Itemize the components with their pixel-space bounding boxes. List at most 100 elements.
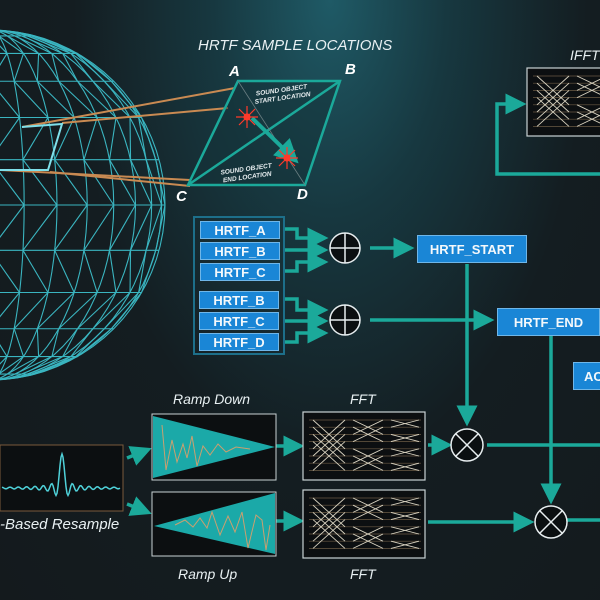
resample-panel xyxy=(0,444,124,512)
ifft-panel xyxy=(526,67,600,137)
sphere-edge xyxy=(83,159,115,206)
sphere-edge xyxy=(109,159,136,206)
sphere-edge xyxy=(13,80,49,118)
ramp-up-panel xyxy=(151,491,277,557)
sphere-edge xyxy=(103,292,140,330)
sphere-edge xyxy=(0,36,24,54)
butterfly-edge xyxy=(576,78,600,91)
sphere-edge xyxy=(0,117,21,147)
highlight-triangle xyxy=(0,122,64,171)
butterfly-edge xyxy=(312,497,346,528)
butterfly-edge xyxy=(312,519,346,549)
hrtf-end-group-item[interactable]: HRTF_B xyxy=(199,291,279,309)
butterfly-edge xyxy=(576,114,600,127)
sphere-edge xyxy=(54,250,75,293)
sphere-edge xyxy=(108,250,117,293)
sphere-edge xyxy=(54,204,88,251)
sphere-edge xyxy=(36,80,75,118)
sphere-edge xyxy=(0,172,25,206)
butterfly-edge xyxy=(312,504,346,535)
sphere-edge xyxy=(75,328,105,357)
sphere-edge xyxy=(62,53,78,82)
butterfly-edge xyxy=(390,511,420,521)
butterfly-edge xyxy=(536,82,570,113)
butterfly-edge xyxy=(576,107,600,120)
sphere-edge xyxy=(129,117,132,160)
sphere-edge xyxy=(141,250,157,293)
group-connectors xyxy=(126,93,600,533)
sphere-edge xyxy=(62,328,78,357)
butterfly-edge xyxy=(312,434,346,464)
sphere-edge xyxy=(54,117,75,160)
fft-bottom-label: FFT xyxy=(350,566,376,582)
corner-a-label: A xyxy=(229,63,240,80)
butterfly-edge xyxy=(312,512,346,542)
corner-d-label: D xyxy=(297,186,308,203)
sphere-edge xyxy=(83,117,98,160)
sphere-edge xyxy=(129,250,132,293)
butterfly-edge xyxy=(312,441,346,471)
butterfly-edge xyxy=(390,497,420,506)
hrtf-start-box[interactable]: HRTF_START xyxy=(417,235,527,263)
butterfly-edge xyxy=(312,419,346,450)
sum-icon-start xyxy=(329,232,361,264)
sphere-edge xyxy=(14,35,53,54)
partial-ac-box[interactable]: AC xyxy=(573,362,600,390)
butterfly-edge xyxy=(352,426,384,443)
sphere-edge xyxy=(21,35,63,54)
sphere-edge xyxy=(14,356,53,375)
ramp-down-label: Ramp Down xyxy=(173,391,251,407)
sphere-edge xyxy=(70,328,94,357)
sphere-edge xyxy=(13,328,25,357)
sphere-edge xyxy=(0,343,8,357)
butterfly-edge xyxy=(352,504,384,521)
sphere-edge xyxy=(0,92,20,118)
sphere-edge xyxy=(27,35,72,54)
corner-c-label: C xyxy=(176,188,187,205)
sphere-edge xyxy=(0,45,8,54)
sphere-edge xyxy=(34,35,78,54)
hrtf-sample-title: HRTF SAMPLE LOCATIONS xyxy=(198,37,393,54)
butterfly-edge xyxy=(390,540,420,549)
sample-parallelogram xyxy=(186,79,342,187)
sphere-edge xyxy=(145,204,163,251)
sphere-edge xyxy=(83,250,98,293)
multiply-icon-bottom xyxy=(534,505,568,539)
sphere-edge xyxy=(92,292,131,330)
sphere-edge xyxy=(141,117,157,160)
sphere-edge xyxy=(108,117,117,160)
butterfly-edge xyxy=(576,86,600,99)
sphere-edge xyxy=(27,356,72,375)
sphere-edge xyxy=(0,204,25,238)
sphere-edge xyxy=(54,159,88,206)
sphere-edge xyxy=(7,356,39,375)
sphere-edge xyxy=(77,328,112,357)
hrtf-start-group-item[interactable]: HRTF_B xyxy=(200,242,280,260)
sphere-edge xyxy=(138,117,147,160)
butterfly-edge xyxy=(390,462,420,471)
hrtf-end-group-item[interactable]: HRTF_D xyxy=(199,333,279,351)
sphere-edge xyxy=(75,53,105,82)
butterfly-edge xyxy=(352,526,384,542)
sphere-edge xyxy=(22,204,58,251)
sphere-edge xyxy=(0,263,21,293)
hrtf-start-group-item[interactable]: HRTF_C xyxy=(200,263,280,281)
sphere-edge xyxy=(31,35,77,54)
butterfly-edge xyxy=(390,448,420,457)
butterfly-edge xyxy=(390,526,420,535)
sphere-edge xyxy=(7,35,39,54)
ramp-down-panel xyxy=(151,413,277,481)
sphere-edge xyxy=(103,80,140,118)
sphere-edge xyxy=(130,159,153,206)
wireframe-sphere xyxy=(0,29,166,381)
sphere-edge xyxy=(92,80,131,118)
hrtf-end-group-item[interactable]: HRTF_C xyxy=(199,312,279,330)
ifft-label: IFFT xyxy=(570,47,600,63)
butterfly-edge xyxy=(390,419,420,428)
hrtf-end-box[interactable]: HRTF_END xyxy=(497,308,600,336)
sphere-edge xyxy=(0,292,20,318)
hrtf-start-group-item[interactable]: HRTF_A xyxy=(200,221,280,239)
multiply-icon-top xyxy=(450,428,484,462)
sphere-edge xyxy=(31,356,77,375)
